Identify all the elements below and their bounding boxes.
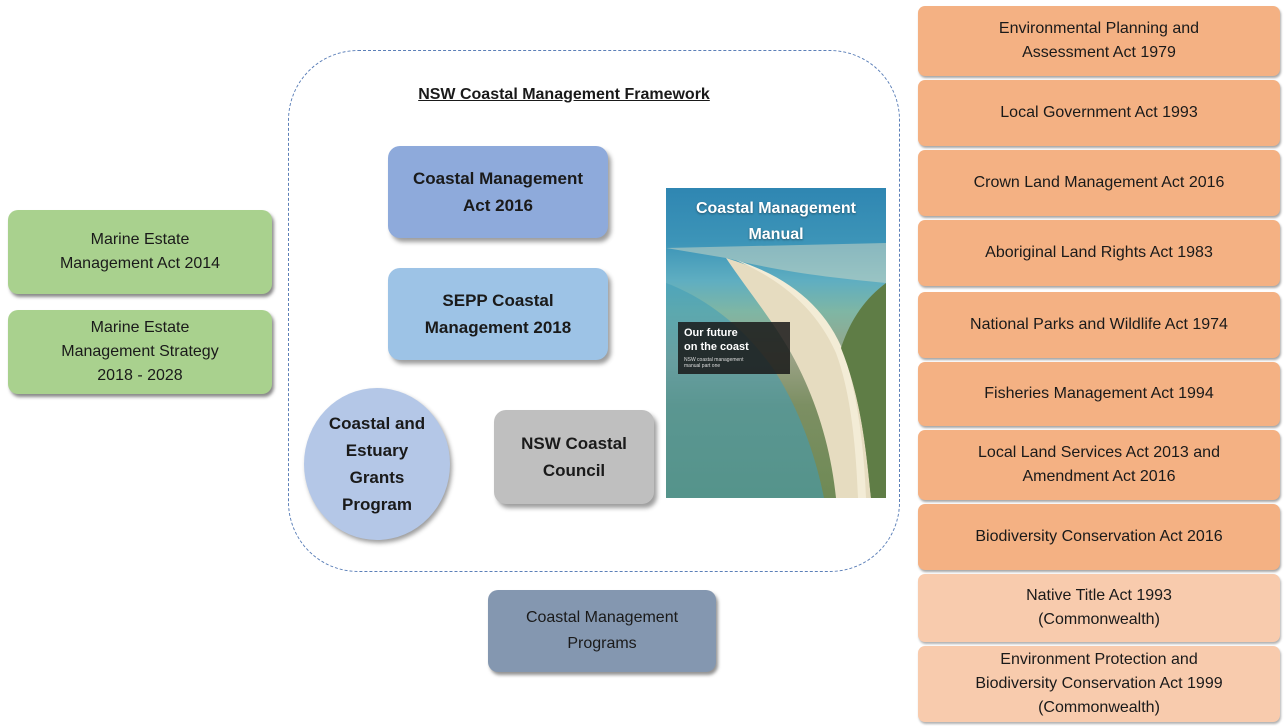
act-aboriginal-land-rights-1983: Aboriginal Land Rights Act 1983 [918, 220, 1280, 286]
act-biodiversity-conservation-2016: Biodiversity Conservation Act 2016 [918, 504, 1280, 570]
coastal-management-manual-cover: Coastal Management Manual Our future on … [666, 188, 886, 498]
act-native-title-1993: Native Title Act 1993 (Commonwealth) [918, 574, 1280, 642]
act-local-government-1993: Local Government Act 1993 [918, 80, 1280, 146]
act-fisheries-1994: Fisheries Management Act 1994 [918, 362, 1280, 426]
framework-container [288, 50, 900, 572]
act-epbc-1999: Environment Protection and Biodiversity … [918, 646, 1280, 722]
marine-estate-strategy-box: Marine Estate Management Strategy 2018 -… [8, 310, 272, 394]
framework-title: NSW Coastal Management Framework [418, 86, 710, 103]
marine-estate-act-box: Marine Estate Management Act 2014 [8, 210, 272, 294]
nsw-coastal-council-box: NSW Coastal Council [494, 410, 654, 504]
sepp-coastal-management-box: SEPP Coastal Management 2018 [388, 268, 608, 360]
act-crown-land-2016: Crown Land Management Act 2016 [918, 150, 1280, 216]
act-local-land-services-2013: Local Land Services Act 2013 and Amendme… [918, 430, 1280, 500]
manual-tagline: Our future on the coast [684, 327, 749, 353]
act-epa-1979: Environmental Planning and Assessment Ac… [918, 6, 1280, 76]
coastal-management-programs-box: Coastal Management Programs [488, 590, 716, 672]
manual-tagline-panel: Our future on the coast NSW coastal mana… [678, 322, 790, 374]
coastal-management-act-box: Coastal Management Act 2016 [388, 146, 608, 238]
manual-small-print: NSW coastal management manual part one [684, 357, 744, 369]
grants-program-ellipse: Coastal and Estuary Grants Program [304, 388, 450, 540]
act-national-parks-1974: National Parks and Wildlife Act 1974 [918, 292, 1280, 358]
manual-title: Coastal Management Manual [695, 200, 857, 243]
